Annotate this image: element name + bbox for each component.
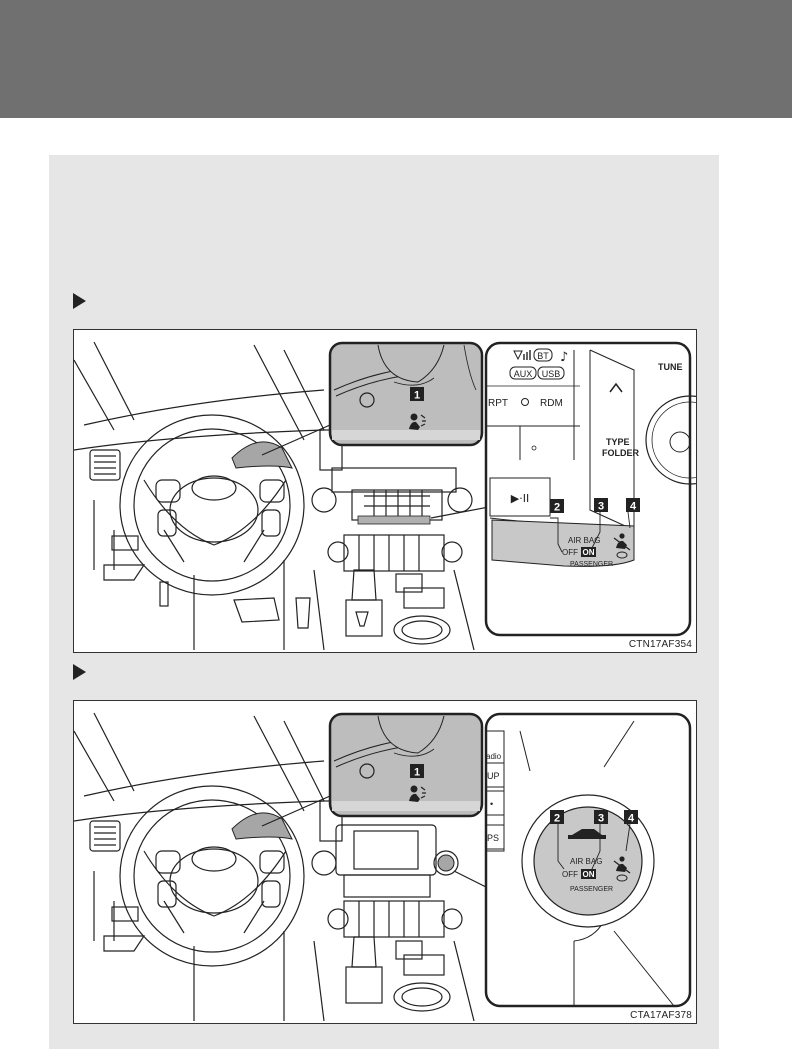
callout-3: 3	[598, 501, 604, 513]
gauge-inset-2	[328, 712, 484, 818]
usb-label: USB	[542, 369, 561, 379]
tune-label: TUNE	[658, 362, 683, 372]
play-pause-label: ▶·II	[511, 492, 529, 505]
indicator-number-badge	[410, 387, 424, 401]
side-label-ps: PS	[487, 833, 499, 843]
passenger-airbag-indicator-icon-2	[409, 785, 426, 802]
on-label-2: ON	[583, 870, 595, 879]
passenger-label-2: PASSENGER	[570, 886, 613, 893]
on-label: ON	[583, 548, 595, 557]
indicator-number-1: 1	[414, 390, 420, 402]
side-label-dot: •	[490, 799, 493, 809]
figure-type-a: 1 BT ♪ AUX USB RPT RDM	[73, 329, 697, 653]
airbag-switch-knob	[533, 806, 643, 916]
rdm-label: RDM	[540, 398, 563, 409]
seatbelt-indicator-icon	[613, 533, 631, 559]
dashboard-illustration-1: 1 BT ♪ AUX USB RPT RDM	[74, 341, 696, 651]
arrow-bullet-1-icon	[73, 293, 86, 309]
callout-2-fig2: 2	[554, 813, 560, 825]
arrow-bullet-2-icon	[73, 664, 86, 680]
aux-label: AUX	[514, 369, 533, 379]
off-label-2: OFF	[562, 870, 578, 879]
rpt-label: RPT	[488, 398, 508, 409]
car-icon	[568, 829, 606, 839]
up-chevron-icon	[609, 382, 623, 393]
airbag-switch-strip	[491, 519, 635, 567]
indicator-number-1-fig2: 1	[414, 767, 420, 779]
seatbelt-indicator-icon-2	[613, 856, 631, 882]
on-badge-2	[581, 869, 596, 879]
folder-label: FOLDER	[602, 448, 639, 458]
passenger-label: PASSENGER	[570, 561, 613, 568]
indicator-number-badge-2	[410, 764, 424, 778]
side-label-up: UP	[487, 771, 500, 781]
gauge-inset-1	[328, 341, 484, 447]
figure-code-1: CTN17AF354	[628, 639, 692, 650]
type-label: TYPE	[606, 437, 630, 447]
header-band	[0, 0, 792, 118]
bt-label: BT	[537, 351, 549, 361]
air-bag-label: AIR BAG	[568, 536, 600, 545]
music-note-icon: ♪	[560, 350, 568, 365]
passenger-airbag-indicator-icon	[409, 413, 426, 430]
figure-code-2: CTA17AF378	[630, 1010, 692, 1021]
figure-type-b: 1 adio UP • PS AIR BAG OF	[73, 700, 697, 1024]
air-bag-label-2: AIR BAG	[570, 857, 602, 866]
off-label: OFF	[562, 548, 578, 557]
audio-switch-inset-1: BT ♪ AUX USB RPT RDM TYPE FOLDER TUNE ▶·…	[484, 341, 696, 637]
callout-2: 2	[554, 502, 560, 514]
switch-knob-inset: adio UP • PS AIR BAG OFF ON PASSENGER	[484, 712, 692, 1008]
callout-4-fig2: 4	[628, 813, 635, 825]
dashboard-illustration-2: 1 adio UP • PS AIR BAG OF	[74, 712, 692, 1022]
callout-3-fig2: 3	[598, 813, 604, 825]
side-label-radio: adio	[486, 752, 502, 761]
on-badge	[581, 547, 596, 557]
callout-4: 4	[630, 501, 637, 513]
